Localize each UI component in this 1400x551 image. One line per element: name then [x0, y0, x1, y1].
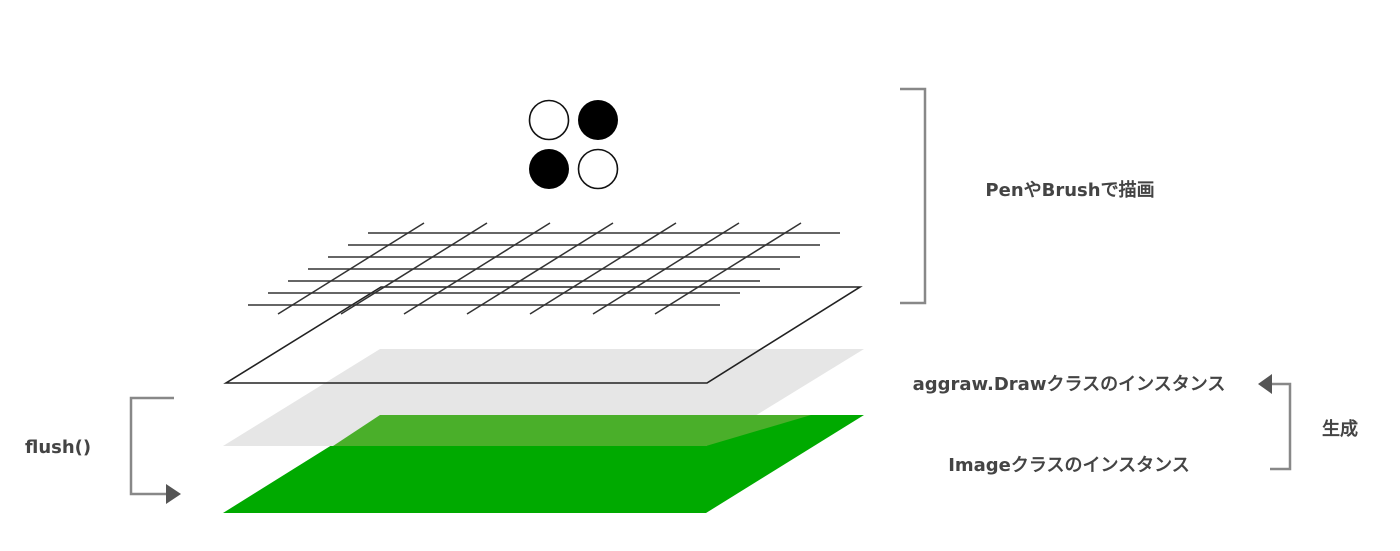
pieces	[528, 99, 619, 190]
layer-overlap	[333, 415, 811, 446]
generate-arrow-icon	[1258, 374, 1272, 394]
drawing-bracket	[900, 87, 927, 305]
flush-bracket	[129, 396, 174, 496]
draw-instance-label: aggraw.Drawクラスのインスタンス	[913, 374, 1226, 395]
canvas-outline	[223, 286, 863, 384]
white-stone	[577, 148, 619, 190]
image-instance-label: Imageクラスのインスタンス	[948, 455, 1190, 476]
black-stone	[529, 149, 569, 189]
generate-label: 生成	[1322, 418, 1358, 440]
pen-brush-label: PenやBrushで描画	[985, 179, 1154, 201]
flush-label: flush()	[25, 437, 91, 458]
black-stone	[578, 100, 618, 140]
white-stone	[528, 99, 570, 141]
flush-arrow-icon	[166, 484, 181, 504]
generate-bracket	[1270, 382, 1292, 471]
grid-lines	[248, 222, 840, 315]
